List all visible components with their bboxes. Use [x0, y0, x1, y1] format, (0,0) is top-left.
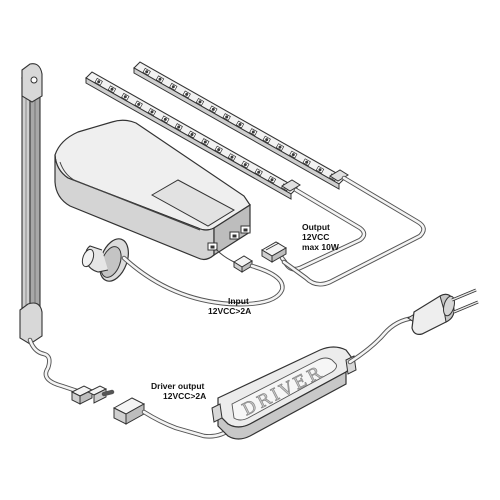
led-chip-dot — [291, 153, 295, 157]
aluminium-profile — [20, 71, 42, 331]
led-chip-dot — [225, 115, 229, 119]
led-chip-dot — [185, 92, 189, 96]
strip-end-connector-front — [281, 179, 301, 192]
output-connector — [261, 241, 287, 263]
box-input-lead — [215, 248, 235, 263]
led-chip-dot — [217, 148, 221, 152]
led-dots-front — [94, 77, 290, 192]
led-chip-dot — [97, 80, 101, 84]
led-chip-dot — [305, 160, 309, 164]
led-chip-dot — [243, 163, 247, 167]
profile-top-cap — [21, 63, 43, 103]
led-chip-dot — [251, 130, 255, 134]
led-chip-dot — [211, 107, 215, 111]
profile-connector-female — [86, 385, 115, 404]
led-chip-dot — [230, 155, 234, 159]
profile-bottom-cap — [19, 302, 43, 345]
mains-cable — [347, 313, 427, 365]
box-output-port — [229, 225, 251, 240]
led-chip-dot — [318, 168, 322, 172]
mains-plug — [407, 288, 479, 335]
input-label-line1: Input — [228, 296, 249, 306]
led-strip-front — [85, 71, 298, 200]
power-supply-box — [54, 119, 251, 261]
led-chip-dot — [110, 87, 114, 91]
driver-output-connector — [112, 397, 146, 425]
driver-output-label-line1: Driver output — [151, 381, 205, 391]
driver-output-label: Driver output 12VCC>2A — [151, 381, 206, 401]
led-chip-dot — [203, 140, 207, 144]
driver-output-cable — [141, 409, 235, 439]
led-chip-dot — [158, 77, 162, 81]
led-chip-dot — [177, 125, 181, 129]
led-chip-dot — [238, 123, 242, 126]
led-chip-dot — [257, 170, 261, 174]
sensor-cable — [121, 255, 285, 307]
driver-housing: DRIVER — [211, 346, 357, 440]
led-chip-dot — [163, 117, 167, 121]
led-chip-dot — [270, 178, 274, 182]
profile-cable — [27, 337, 83, 395]
output-label-line3: max 10W — [302, 242, 340, 252]
led-chip-dot — [150, 110, 154, 114]
input-label: Input 12VCC>2A — [208, 296, 251, 316]
strip-end-connector-rear — [329, 169, 349, 182]
input-connector — [233, 255, 253, 273]
strip-wires — [279, 175, 426, 287]
sensor-switch — [81, 238, 129, 282]
led-chip-dot — [137, 102, 141, 106]
led-chip-dot — [145, 70, 149, 74]
led-chip-dot — [265, 138, 269, 142]
led-chip-dot — [198, 100, 202, 104]
led-chip-dot — [123, 95, 127, 99]
led-chip-dot — [171, 85, 175, 89]
input-label-line2: 12VCC>2A — [208, 306, 251, 316]
box-input-port — [207, 242, 218, 251]
driver-output-label-line2: 12VCC>2A — [163, 391, 206, 401]
output-label-line1: Output — [302, 222, 330, 232]
output-label: Output 12VCC max 10W — [302, 222, 340, 252]
output-label-line2: 12VCC — [302, 232, 329, 242]
led-chip-dot — [190, 133, 194, 136]
led-chip-dot — [278, 145, 282, 149]
